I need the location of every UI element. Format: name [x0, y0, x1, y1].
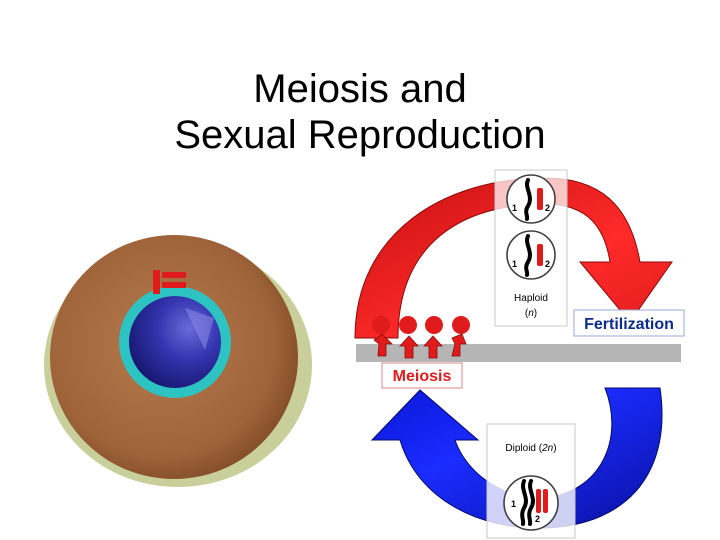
- diploid-panel: Diploid (2n) 1 2: [486, 423, 576, 539]
- meiosis-output-arrows: [373, 333, 467, 359]
- chromosome-number-1: 1: [511, 499, 516, 509]
- haploid-label: Haploid: [514, 293, 548, 304]
- slide-title: Meiosis and Sexual Reproduction: [0, 66, 720, 158]
- up-arrow: [423, 335, 443, 359]
- gametes: [372, 316, 470, 334]
- haploid-panel: 1 2 1 2 Haploid (n): [494, 169, 568, 327]
- meiosis-label-box: Meiosis: [381, 362, 463, 389]
- haploid-symbol: (n): [525, 308, 537, 319]
- chromosome-number-1: 1: [512, 203, 517, 213]
- up-arrow: [373, 333, 393, 357]
- gamete: [452, 316, 470, 334]
- haploid-gamete-top: 1 2: [506, 174, 556, 224]
- chromosome-number-1: 1: [512, 259, 517, 269]
- chromosome-number-2: 2: [545, 259, 550, 269]
- diploid-label: Diploid (2n): [505, 443, 556, 454]
- gamete: [372, 316, 390, 334]
- title-line-2: Sexual Reproduction: [174, 113, 546, 157]
- meiosis-label: Meiosis: [393, 368, 452, 385]
- chromosome-icon: [153, 270, 186, 294]
- haploid-gamete-bottom: 1 2: [506, 230, 556, 280]
- animal-cell: [44, 235, 312, 487]
- chromosome-number-2: 2: [545, 203, 550, 213]
- nucleus-highlight: [185, 308, 214, 350]
- chromosome-number-2: 2: [535, 514, 540, 524]
- diploid-zygote: 1 2: [503, 475, 559, 531]
- title-line-1: Meiosis and: [253, 67, 467, 111]
- up-arrow: [399, 335, 419, 359]
- fertilization-label-box: Fertilization: [573, 309, 685, 337]
- up-arrow: [451, 333, 467, 357]
- gamete: [399, 316, 417, 334]
- gamete: [425, 316, 443, 334]
- fertilization-label: Fertilization: [584, 316, 674, 333]
- fertilization-arrow: [354, 177, 673, 339]
